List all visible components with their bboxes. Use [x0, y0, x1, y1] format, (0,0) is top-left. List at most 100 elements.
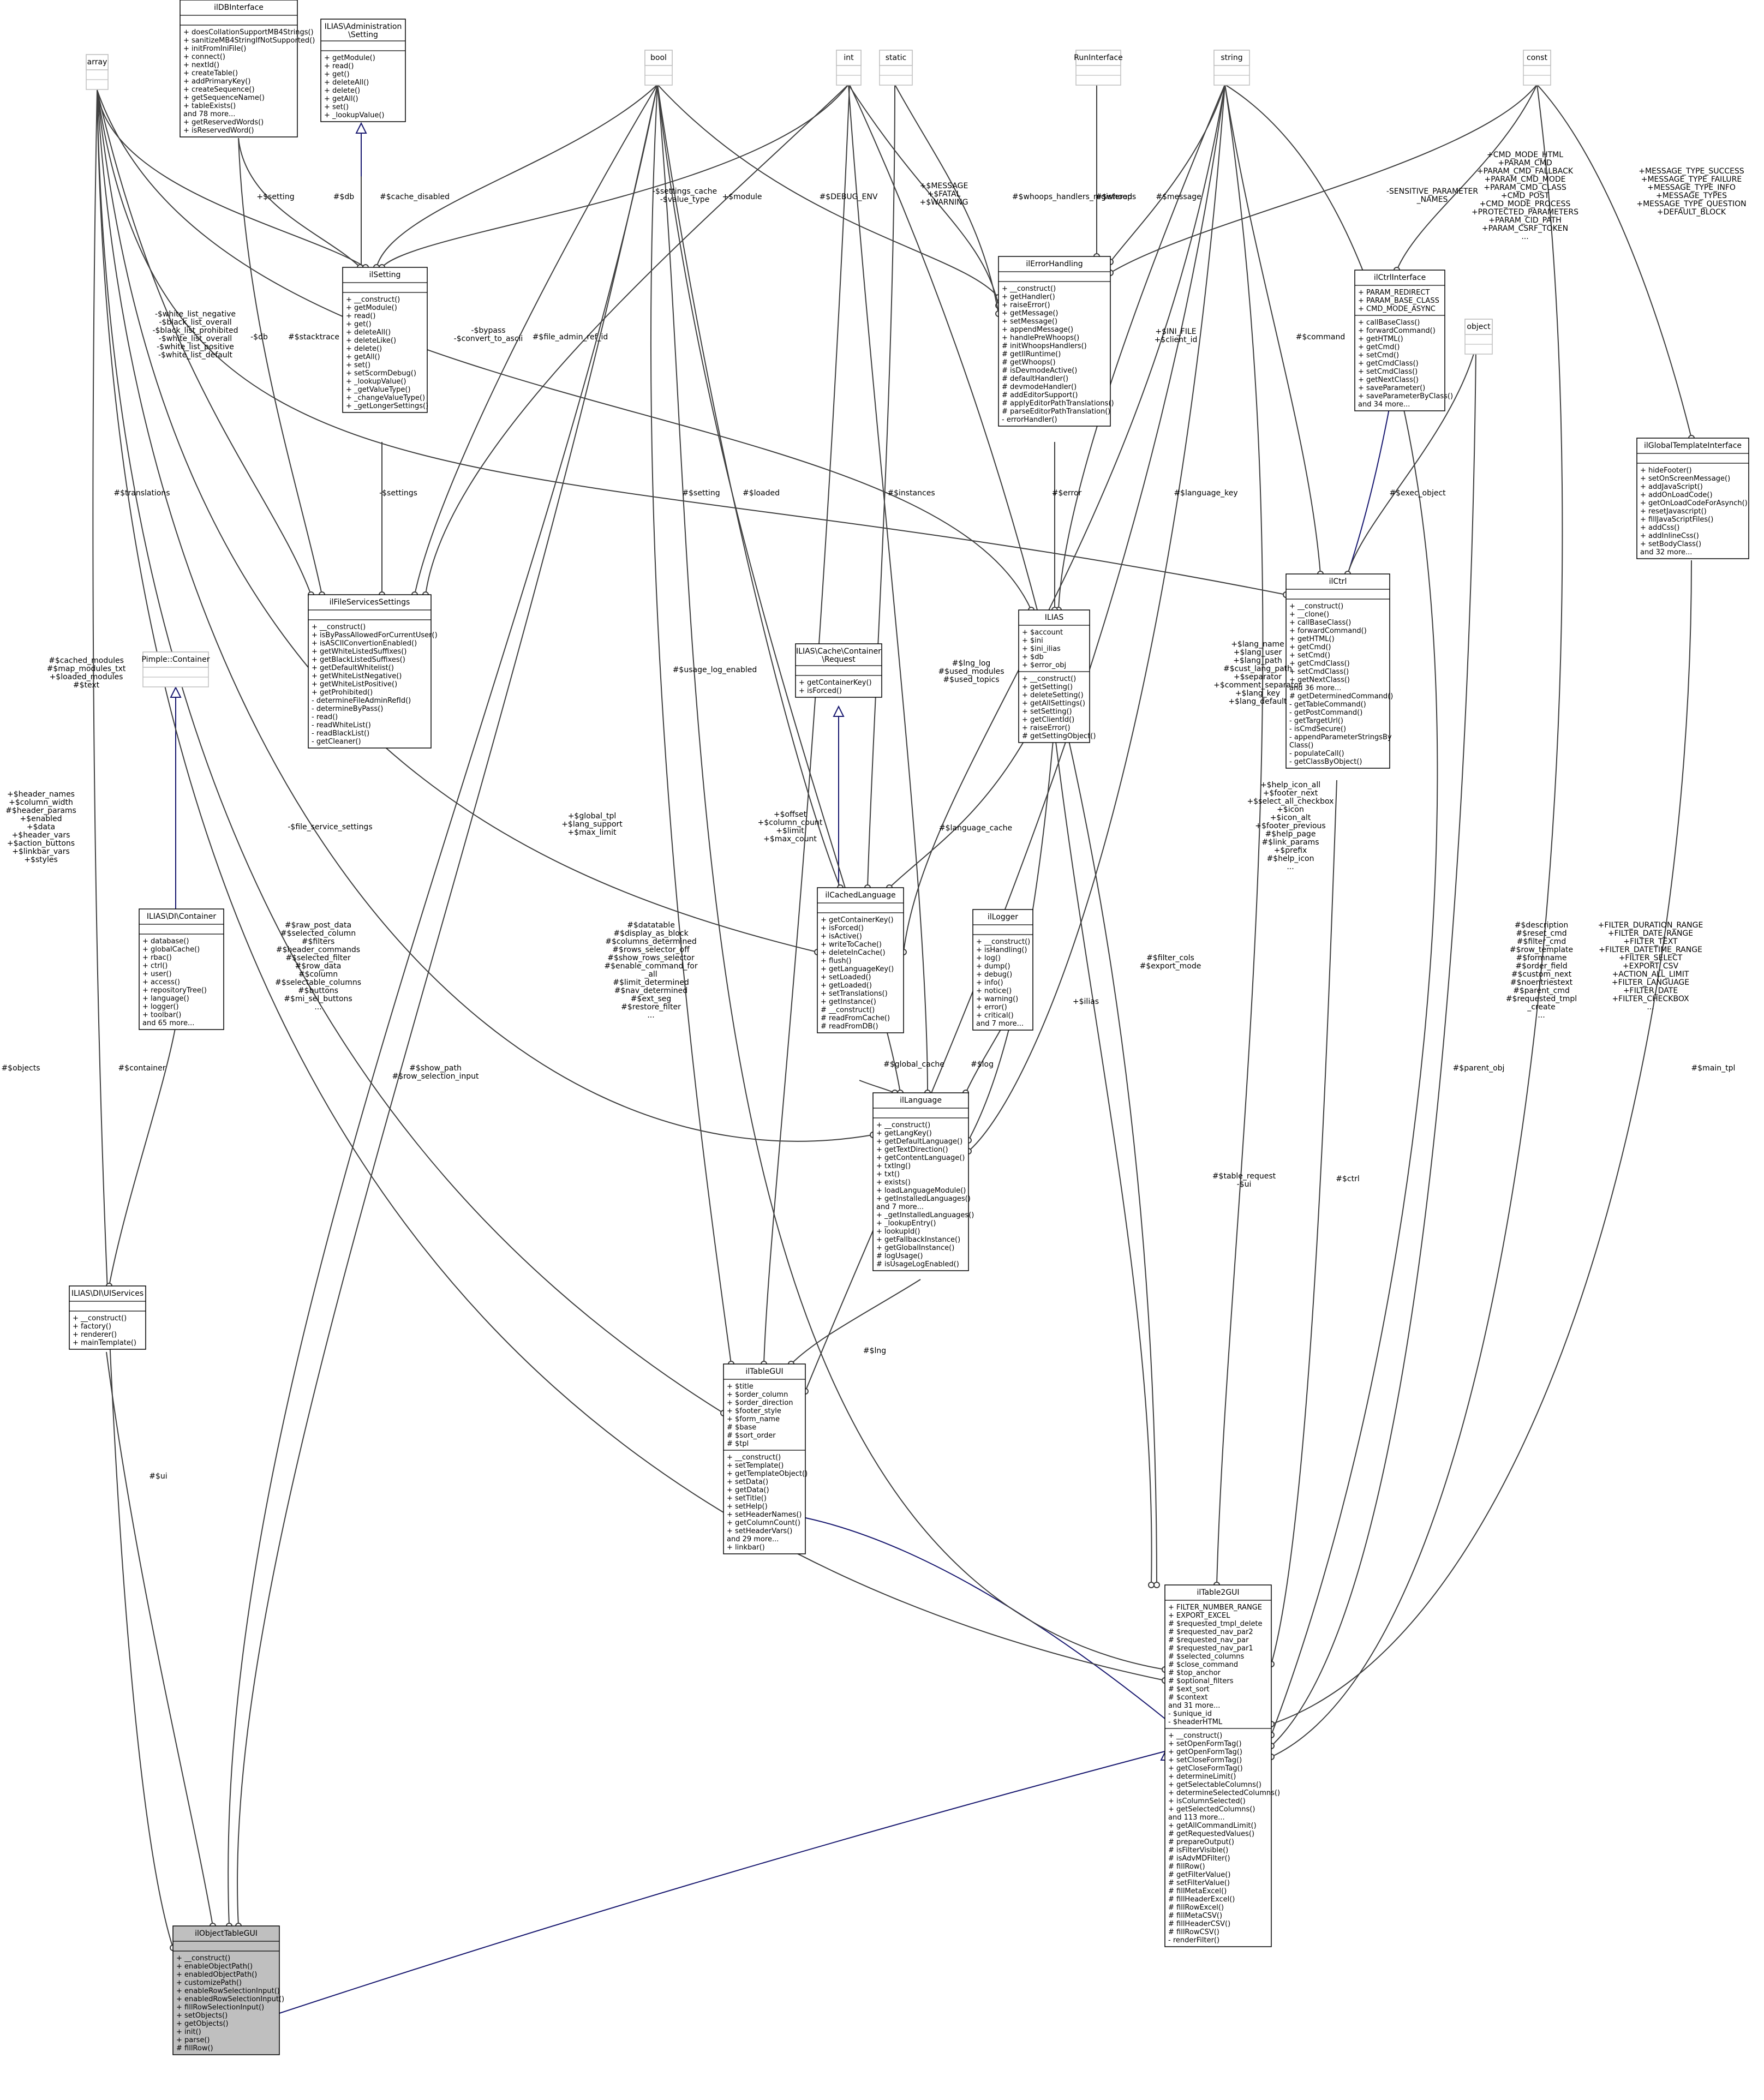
class-method: + toolbar(): [142, 1011, 181, 1019]
class-method: # devmodeHandler(): [1002, 383, 1077, 391]
edge-label-header-names: +$styles: [24, 855, 58, 864]
class-method: + read(): [324, 62, 354, 70]
class-name: ilCtrlInterface: [1374, 273, 1426, 282]
class-method: + getBlackListedSuffixes(): [312, 656, 405, 664]
class-name: ilObjectTableGUI: [195, 1929, 258, 1938]
class-method: + getWhiteListPositive(): [312, 680, 397, 689]
edge-label-file-service-settings: -$file_service_settings: [288, 823, 372, 831]
class-ilcachedlanguage: ilCachedLanguage+ getContainerKey()+ isF…: [817, 887, 904, 1033]
class-method: + getOnLoadCodeForAsynch(): [1640, 499, 1748, 507]
class-method: + getAll(): [324, 95, 358, 103]
class-method: + getNextClass(): [1289, 676, 1350, 684]
class-method: # fillMetaExcel(): [1168, 1887, 1227, 1895]
class-method: + forwardCommand(): [1358, 327, 1436, 335]
class-method: + critical(): [976, 1012, 1014, 1020]
class-method: + appendMessage(): [1002, 326, 1073, 334]
class-name: array: [87, 58, 107, 67]
association-edge: [238, 137, 322, 595]
class-method: + user(): [142, 970, 172, 978]
edge-label-description: #$reset_cmd: [1516, 929, 1566, 938]
edge-label-description: #$description: [1515, 921, 1568, 930]
class-method: + addOnLoadCode(): [1640, 491, 1713, 499]
class-method: + writeToCache(): [821, 941, 882, 949]
class-method: + getHTML(): [1358, 335, 1403, 343]
class-method: + hideFooter(): [1640, 466, 1692, 475]
class-method: - getTargetUrl(): [1289, 717, 1343, 725]
class-method: + dump(): [976, 962, 1010, 971]
class-method: - errorHandler(): [1002, 416, 1057, 424]
class-ilerrorhandling: ilErrorHandling+ __construct()+ getHandl…: [998, 256, 1114, 427]
edge-label-settings: -$settings: [379, 489, 417, 498]
class-method: # readFromDB(): [821, 1022, 878, 1031]
class-method: + txtlng(): [876, 1162, 911, 1170]
edge-label-lang-name: +$lang_name: [1231, 640, 1284, 649]
class-method: + getAllSettings(): [1022, 699, 1085, 708]
class-method: + __construct(): [876, 1121, 930, 1129]
edge-label-parent-obj: #$parent_obj: [1453, 1064, 1505, 1073]
class-method: # isDevmodeActive(): [1002, 367, 1077, 375]
class-method: # addEditorSupport(): [1002, 391, 1078, 399]
class-method: and 32 more...: [1640, 548, 1692, 557]
edge-label-message-fatal: +$FATAL: [928, 190, 961, 199]
edge-label-header-names: +$column_width: [9, 798, 73, 807]
edge-label-stacktrace: #$stacktrace: [288, 333, 339, 342]
edge-label-offset: +$offset: [774, 810, 807, 819]
class-method: + isForced(): [799, 687, 842, 695]
class-name: static: [886, 53, 906, 62]
class-method: + getCmd(): [1289, 643, 1331, 651]
class-method: # fillRow(): [1168, 1863, 1205, 1871]
class-method: + addInlineCss(): [1640, 532, 1699, 540]
class-method: + setCmd(): [1358, 351, 1399, 360]
edge-label-message-type: +MESSAGE_TYPE_QUESTION: [1636, 200, 1746, 208]
class-method: # getDeterminedCommand(): [1289, 692, 1393, 701]
class-method: + fillRowSelectionInput(): [176, 2003, 264, 2012]
inheritance-edge: [764, 1511, 1165, 1719]
association-edge: [903, 84, 1225, 953]
class-ilfileservicessettings: ilFileServicesSettings+ __construct()+ i…: [308, 594, 438, 749]
class-method: + get(): [324, 70, 350, 79]
class-method: - determineFileAdminRefId(): [312, 697, 411, 705]
association-edge: [381, 84, 849, 268]
edge-label-filter-cols: #$export_mode: [1140, 962, 1201, 971]
class-method: + raiseError(): [1022, 724, 1071, 732]
class-method: + getMessage(): [1002, 309, 1059, 318]
class-method: + getCloseFormTag(): [1168, 1764, 1243, 1773]
class-name: ilCtrl: [1329, 577, 1347, 586]
class-attribute: # $requested_nav_par1: [1168, 1644, 1253, 1653]
edge-label-global-cache: #$global_cache: [883, 1060, 944, 1069]
edge-label-db2: -$db: [250, 333, 268, 342]
association-edge: [1396, 84, 1538, 271]
class-attribute: and 31 more...: [1168, 1702, 1220, 1710]
edge-label-datatable: #$limit_determined: [613, 978, 689, 987]
class-method: # isAdvMDFilter(): [1168, 1854, 1230, 1863]
edge-label-help-icon: +$icon: [1277, 805, 1304, 814]
edge-label-datatable: #$display_as_block: [613, 929, 689, 938]
class-ilctrl: ilCtrl+ __construct()+ __clone()+ callBa…: [1285, 573, 1393, 769]
edge-label-datatable: #$rows_selector_off: [612, 946, 690, 954]
class-method: + getInstalledLanguages(): [876, 1195, 971, 1203]
class-array: array: [86, 54, 109, 90]
class-method: # defaultHandler(): [1002, 375, 1068, 383]
edge-label-datatable: #$ext_seg: [631, 995, 672, 1003]
class-method: # fillRowCSV(): [1168, 1928, 1219, 1936]
class-attribute: # $close_command: [1168, 1661, 1238, 1669]
class-attribute: + EXPORT_EXCEL: [1168, 1612, 1230, 1620]
edge-label-datatable: #$enable_command_for: [604, 962, 697, 971]
class-method: # initWhoopsHandlers(): [1002, 342, 1087, 350]
composition-end: [1153, 1582, 1160, 1588]
edge-label-global-tpl: +$lang_support: [561, 820, 623, 829]
class-method: + language(): [142, 995, 189, 1003]
class-method: + customizePath(): [176, 1979, 242, 1987]
class-method: + isASCIIConvertionEnabled(): [312, 639, 417, 648]
class-method: + getSelectedColumns(): [1168, 1805, 1255, 1814]
edge-label-table-request: #$table_request: [1212, 1172, 1276, 1181]
class-name: \Setting: [348, 31, 378, 39]
class-name: ilSetting: [369, 271, 401, 279]
edge-label-header-names: #$header_params: [5, 806, 76, 815]
class-attribute: + FILTER_NUMBER_RANGE: [1168, 1604, 1262, 1612]
edge-label-instances: #$instances: [887, 489, 935, 498]
class-method: + callBaseClass(): [1289, 619, 1351, 627]
edge-label-bypass: -$bypass: [471, 326, 505, 335]
class-method: + get(): [346, 320, 372, 328]
association-edge: [1224, 84, 1321, 575]
